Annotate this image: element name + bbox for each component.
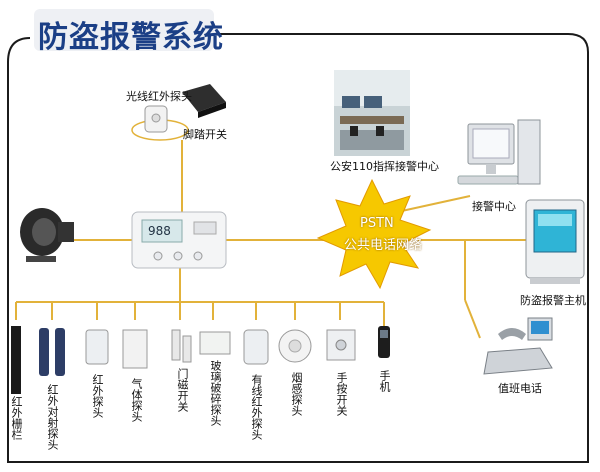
title-tab <box>34 9 214 51</box>
receiver-center-label: 接警中心 <box>472 200 516 213</box>
sensor-icons <box>11 326 356 394</box>
panel-display-text: 988 <box>148 224 171 238</box>
pstn-star <box>316 178 432 290</box>
sensor-label-gas: 气体探头 <box>130 378 143 422</box>
siren-icon <box>20 208 74 262</box>
alarm-host-icon <box>525 199 585 284</box>
sensor-label-smoke: 烟感探头 <box>290 372 303 416</box>
sensor-label-door-magnet: 门磁开关 <box>176 368 189 412</box>
public-network-label: 公共电话网络 <box>344 238 423 253</box>
ir-detector-label: 光线红外探头 <box>126 90 192 103</box>
foot-switch-icon <box>182 84 226 118</box>
telephone-icon <box>483 317 553 375</box>
alarm-host-label: 防盗报警主机 <box>520 294 586 307</box>
pstn-label: PSTN <box>360 216 394 231</box>
ir-detector-icon <box>131 105 189 141</box>
sensor-label-ir-detector: 红外探头 <box>91 374 104 418</box>
foot-switch-label: 脚踏开关 <box>183 128 227 141</box>
sensor-label-ir-beam: 红外对射探头 <box>46 384 59 450</box>
duty-phone-label: 值班电话 <box>498 382 542 395</box>
police-center-label: 公安110指挥接警中心 <box>330 160 439 173</box>
page-title: 防盗报警系统 <box>38 20 224 55</box>
computer-icon <box>457 119 541 185</box>
outer-frame <box>7 33 589 463</box>
line-to-phone <box>464 299 481 339</box>
sensor-label-manual-switch: 手按开关 <box>335 372 348 416</box>
police-center-photo <box>334 70 410 156</box>
sensor-label-mobile: 手机 <box>378 370 391 392</box>
mobile-phone-icon <box>378 326 390 358</box>
connection-lines <box>15 140 528 339</box>
sensor-label-ir-fence: 红外栅栏 <box>10 396 23 440</box>
control-panel-icon <box>131 211 227 269</box>
sensor-label-glass-break: 玻璃破碎探头 <box>209 360 222 426</box>
sensor-label-wired-ir: 有线红外探头 <box>250 374 263 440</box>
